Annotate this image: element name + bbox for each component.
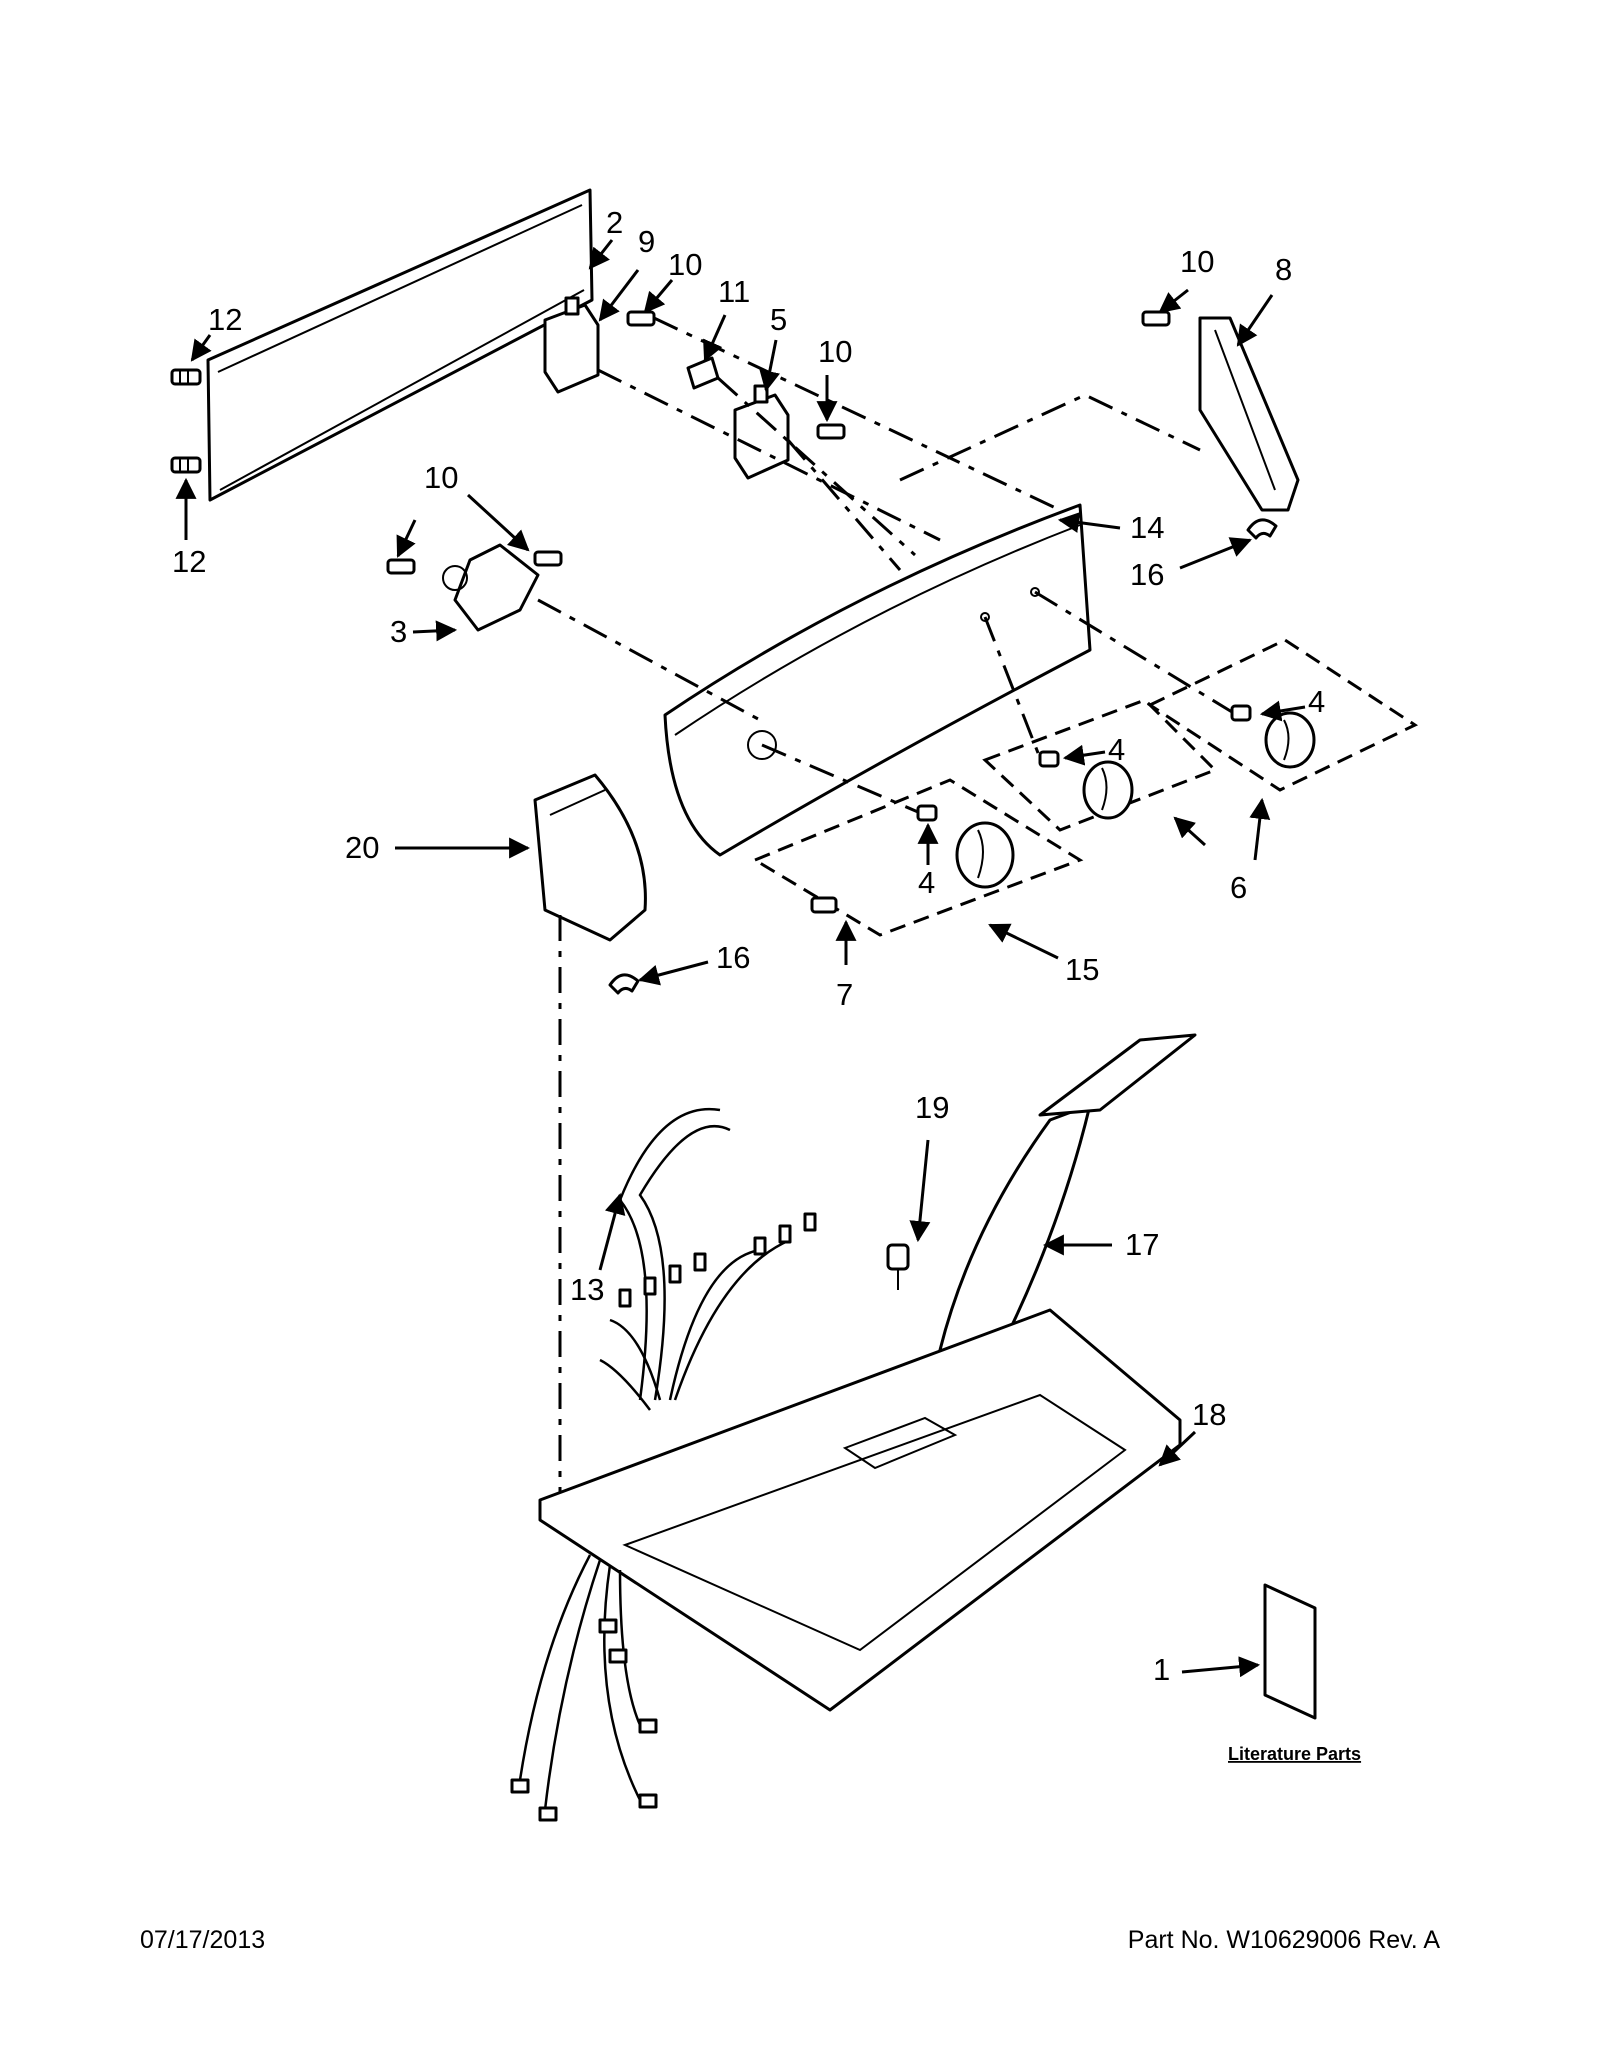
screw-12-top [170, 368, 202, 386]
callout-10-c: 10 [1180, 244, 1214, 279]
callout-8: 8 [1275, 252, 1292, 287]
callout-1: 1 [1153, 1652, 1170, 1687]
callout-16-b: 16 [716, 940, 750, 975]
callout-5: 5 [770, 302, 787, 337]
rear-panel-part [206, 188, 594, 502]
screw-part-19 [886, 1243, 910, 1290]
callout-3: 3 [390, 614, 407, 649]
callout-2: 2 [606, 205, 623, 240]
literature-parts-label: Literature Parts [1228, 1744, 1361, 1764]
footer-part-number: Part No. W10629006 Rev. A [1128, 1926, 1441, 1954]
callout-10-b: 10 [818, 334, 852, 369]
callout-leaders [175, 239, 1306, 1678]
callout-10-d: 10 [424, 460, 458, 495]
wire-harness-part-13 [599, 1107, 817, 1411]
callout-10-a: 10 [668, 247, 702, 282]
literature-part-1 [1263, 1583, 1317, 1720]
console-part-14 [663, 503, 1092, 857]
knob-right [1264, 711, 1316, 769]
screw-10-a [626, 310, 656, 327]
callout-4-b: 4 [1108, 732, 1125, 767]
knob-middle [1082, 760, 1134, 820]
callout-14: 14 [1130, 510, 1164, 545]
duct-part-17 [938, 1033, 1197, 1352]
knob-plate-part-6-a [982, 698, 1218, 832]
knob-insert-4-a [916, 804, 938, 822]
knob-insert-4-b [1038, 750, 1060, 768]
knob-plate-part-15 [751, 778, 1084, 937]
screw-part-7 [810, 896, 838, 914]
footer-date: 07/17/2013 [140, 1926, 265, 1954]
callout-20: 20 [345, 830, 379, 865]
callout-9: 9 [638, 224, 655, 259]
knob-insert-4-c [1230, 704, 1252, 722]
switch-part-9 [543, 296, 600, 394]
switch-part-5 [733, 384, 790, 480]
callout-19: 19 [915, 1090, 949, 1125]
screw-12-bottom [170, 456, 202, 474]
callout-6: 6 [1230, 870, 1247, 905]
callout-4-a: 4 [1308, 684, 1325, 719]
callout-13: 13 [570, 1272, 604, 1307]
end-cap-part-20 [533, 773, 647, 942]
callout-16-a: 16 [1130, 557, 1164, 592]
callout-18: 18 [1192, 1397, 1226, 1432]
connector-part-11 [686, 356, 720, 390]
screw-10-b [816, 423, 846, 440]
clip-part-16-right [1246, 518, 1278, 540]
callout-4-c: 4 [918, 865, 935, 900]
assembly-lines [537, 316, 1233, 1505]
lower-wire-harness [510, 1554, 658, 1822]
timer-part-3 [442, 543, 540, 632]
callout-11: 11 [718, 274, 750, 309]
callout-12-b: 12 [172, 544, 206, 579]
callout-12-a: 12 [208, 302, 242, 337]
end-cap-part-8 [1198, 316, 1300, 512]
clip-part-16-left [608, 973, 640, 995]
callout-7: 7 [836, 977, 853, 1012]
top-panel-part-18 [538, 1308, 1182, 1712]
knob-left [955, 821, 1015, 889]
knob-plate-part-6-b [1146, 638, 1419, 792]
screw-10-c [1141, 310, 1171, 327]
callout-15: 15 [1065, 952, 1099, 987]
screw-10-d [386, 550, 563, 575]
callout-17: 17 [1125, 1227, 1159, 1262]
